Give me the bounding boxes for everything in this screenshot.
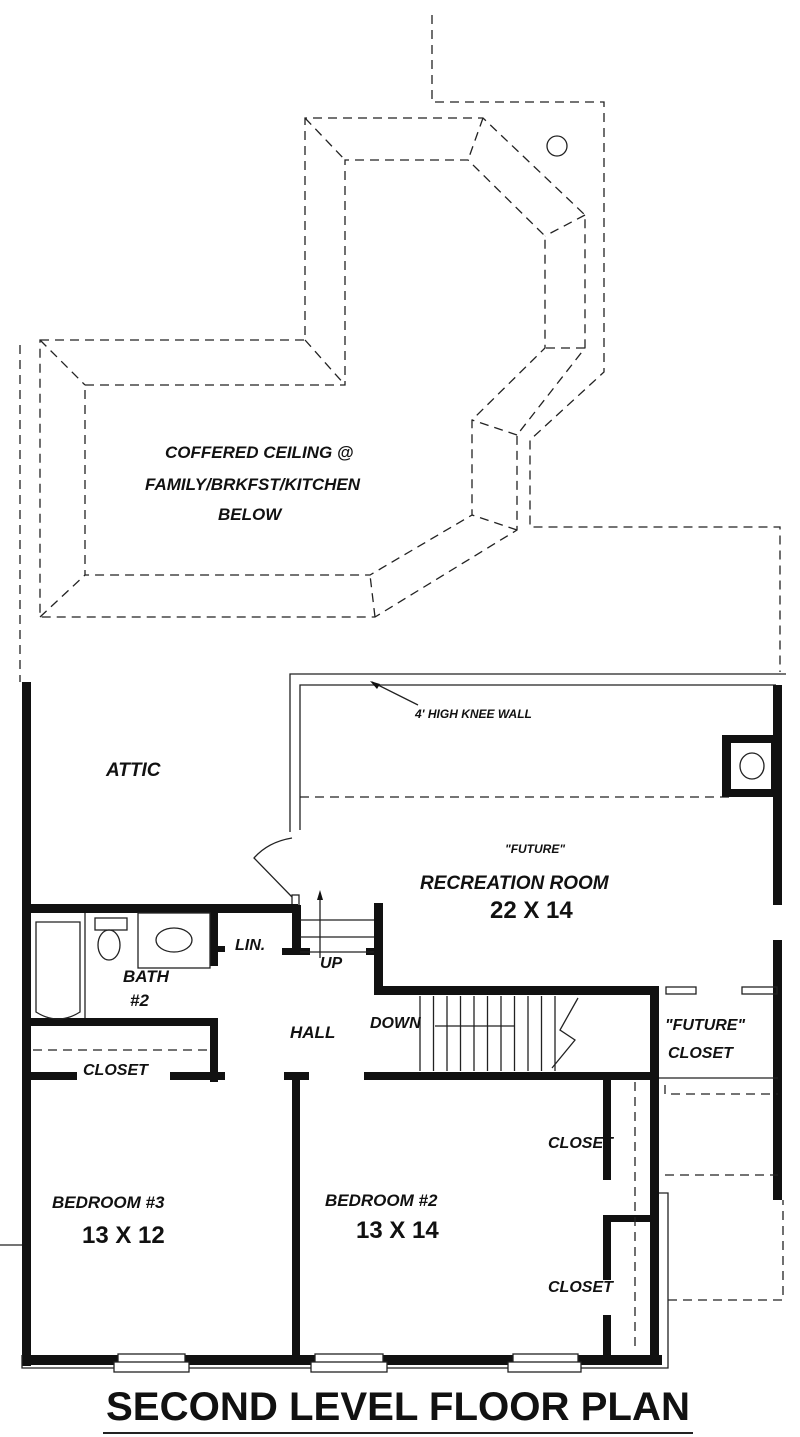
room-label-attic: ATTIC (105, 760, 161, 781)
room-label-future-closet-2: CLOSET (668, 1045, 734, 1062)
room-label-closet-lower: CLOSET (548, 1279, 614, 1296)
ceiling-note-line2: FAMILY/BRKFST/KITCHEN (145, 475, 361, 494)
stair-break-line (551, 997, 579, 1069)
room-label-bath-number: #2 (130, 991, 149, 1010)
ceiling-note-line1: COFFERED CEILING @ (165, 443, 353, 462)
room-label-hall: HALL (290, 1023, 335, 1042)
room-label-linen: LIN. (235, 937, 265, 954)
windows (113, 1353, 582, 1373)
room-size-bedroom-2: 13 X 14 (356, 1217, 439, 1244)
flue-circle (739, 752, 765, 780)
bath-fixtures (35, 912, 211, 1020)
plan-title: SECOND LEVEL FLOOR PLAN (106, 1385, 690, 1429)
vent-circle (546, 135, 568, 157)
room-label-bath: BATH (123, 967, 170, 986)
future-closet-shelf-1 (665, 986, 697, 995)
attic-door (253, 837, 293, 898)
room-size-bedroom-3: 13 X 12 (82, 1222, 165, 1249)
knee-wall-note: 4' HIGH KNEE WALL (414, 707, 532, 721)
knee-wall (289, 673, 786, 832)
room-label-rec-future: "FUTURE" (505, 842, 565, 856)
room-label-bedroom-3: BEDROOM #3 (52, 1193, 165, 1212)
stair-label-up: UP (320, 955, 343, 972)
stair-label-down: DOWN (370, 1015, 421, 1032)
room-label-closet-upper: CLOSET (548, 1135, 614, 1152)
room-size-recreation: 22 X 14 (490, 897, 573, 924)
room-label-bedroom-2: BEDROOM #2 (325, 1191, 438, 1210)
stairs-down (419, 996, 579, 1071)
future-closet-shelf-2 (741, 986, 778, 995)
ceiling-note-line3: BELOW (218, 505, 283, 524)
stairs-up (300, 890, 374, 958)
coffered-ceiling (39, 117, 586, 618)
roof-outline-dashed (431, 15, 781, 672)
room-label-future-closet-1: "FUTURE" (665, 1017, 745, 1034)
room-label-hall-closet: CLOSET (83, 1062, 149, 1079)
room-label-recreation: RECREATION ROOM (420, 873, 610, 894)
